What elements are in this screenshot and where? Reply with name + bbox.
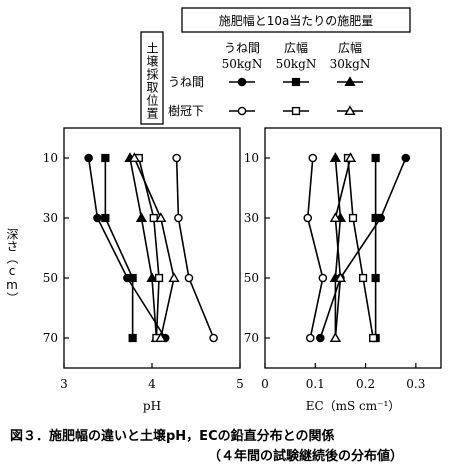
open-triangle-marker: [168, 272, 180, 282]
open-triangle-marker: [329, 332, 342, 342]
series-line: [334, 157, 352, 339]
open-triangle-marker: [128, 152, 141, 163]
filled-circle-marker: [84, 153, 93, 163]
open-square-marker: [358, 273, 368, 283]
filled-square-marker: [371, 273, 380, 283]
x-tick-label: 0.3: [406, 377, 425, 391]
legend-filled-triangle-icon: [344, 76, 356, 87]
legend-row-2-label: 樹冠下: [168, 104, 204, 118]
caption-line-2: （４年間の試験継続後の分布値）: [208, 448, 403, 464]
open-circle-marker: [308, 153, 318, 163]
open-circle-marker: [303, 213, 313, 223]
x-tick-label: 0.1: [306, 377, 325, 391]
series-line: [319, 157, 407, 339]
legend-col-2-line1: 広幅: [284, 40, 308, 55]
open-square-marker: [149, 213, 158, 223]
open-triangle-marker: [329, 212, 342, 223]
caption-line-1: 図３．施肥幅の違いと土壌pH，ECの鉛直分布との関係: [10, 428, 334, 444]
legend-col-3-line2: 30kgN: [330, 57, 371, 71]
ph-panel: 10 30 50 70 3 4 5: [43, 127, 244, 391]
filled-triangle-marker: [135, 212, 148, 223]
y-tick-label: 70: [43, 331, 58, 345]
legend-col-3-line1: 広幅: [338, 40, 362, 55]
legend-header-box: [181, 7, 411, 33]
filled-square-marker: [371, 213, 380, 223]
series-line: [306, 157, 324, 339]
legend-filled-circle-icon: [237, 77, 247, 87]
ec-x-label: EC（mS cm⁻¹）: [306, 399, 401, 413]
filled-triangle-marker: [329, 152, 342, 163]
legend-filled-square-icon: [291, 77, 301, 87]
x-tick-label: 3: [60, 377, 68, 391]
y-tick-label: 50: [43, 271, 58, 285]
y-tick-label: 70: [244, 331, 259, 345]
legend-col-2-line2: 50kgN: [276, 57, 317, 71]
legend-columns: うね間 50kgN 広幅 50kgN 広幅 30kgN: [222, 40, 371, 71]
y-tick-label: 50: [244, 271, 259, 285]
x-tick-label: 0: [261, 377, 269, 391]
filled-square-marker: [101, 213, 110, 223]
x-tick-label: 4: [148, 377, 156, 391]
series-line: [104, 158, 134, 338]
filled-circle-marker: [93, 213, 102, 223]
y-tick-label: 10: [43, 151, 58, 165]
open-circle-marker: [318, 273, 328, 283]
open-circle-marker: [305, 333, 315, 343]
y-tick-label: 10: [244, 151, 259, 165]
legend-row-1-label: うね間: [168, 75, 204, 89]
filled-circle-marker: [401, 153, 411, 163]
series-line: [347, 157, 374, 339]
open-triangle-marker: [344, 152, 357, 163]
filled-square-marker: [101, 153, 110, 163]
open-triangle-marker: [155, 332, 167, 342]
legend-side-box: [140, 31, 164, 125]
filled-circle-marker: [316, 333, 325, 343]
series-line: [138, 157, 160, 339]
legend-symbols: [229, 76, 363, 116]
series-line: [133, 157, 175, 339]
ph-x-label: pH: [143, 399, 161, 413]
legend-open-circle-icon: [237, 106, 247, 116]
legend-header: 施肥幅と10a当たりの施肥量: [219, 13, 374, 28]
open-square-marker: [348, 213, 358, 223]
filled-square-marker: [128, 333, 137, 343]
y-tick-label: 30: [43, 211, 58, 225]
series-line: [175, 157, 215, 339]
legend-col-1-line2: 50kgN: [222, 57, 263, 71]
ec-panel: 10 30 50 70 0 0.1 0.2 0.3: [244, 127, 442, 391]
legend-open-triangle-icon: [344, 105, 356, 116]
y-tick-label: 30: [244, 211, 259, 225]
ph-plot-frame: [63, 127, 241, 369]
x-tick-label: 0.2: [356, 377, 375, 391]
y-axis-label: 深さ（cm）: [5, 228, 19, 304]
open-square-marker: [369, 333, 378, 343]
open-triangle-marker: [334, 272, 347, 282]
x-tick-label: 5: [236, 377, 244, 391]
open-circle-marker: [184, 273, 194, 283]
legend-open-square-icon: [291, 106, 301, 116]
series-line: [129, 157, 158, 339]
series-line: [87, 157, 166, 339]
open-triangle-marker: [155, 212, 167, 223]
filled-square-marker: [128, 273, 137, 283]
legend-col-1-line1: うね間: [224, 41, 260, 55]
open-square-marker: [154, 273, 164, 283]
open-circle-marker: [172, 153, 181, 163]
filled-triangle-marker: [146, 272, 158, 282]
filled-square-marker: [371, 153, 380, 163]
open-circle-marker: [209, 333, 218, 343]
legend-side-label: 土壌採取位置: [145, 42, 159, 120]
open-circle-marker: [174, 213, 183, 223]
ec-plot-frame: [264, 127, 442, 369]
